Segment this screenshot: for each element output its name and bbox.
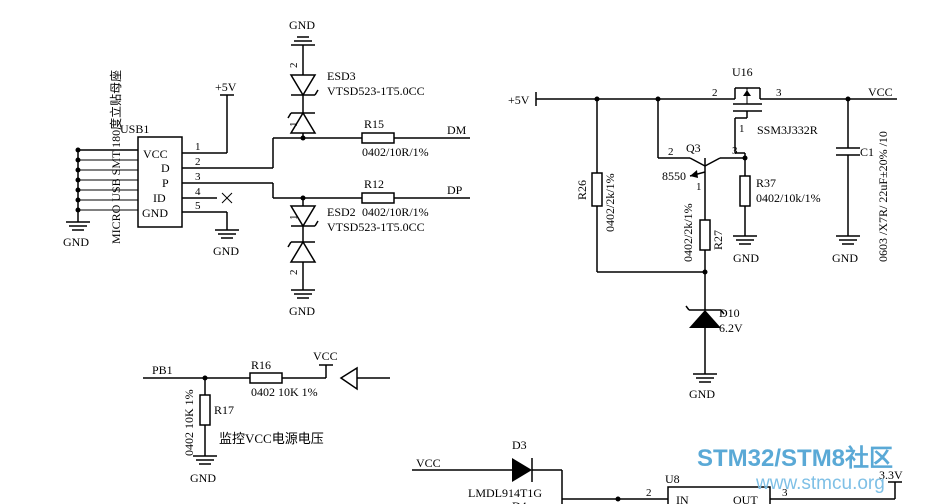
r26-value: 0402/2k/1% — [603, 173, 617, 232]
r27-value: 0402/2k/1% — [681, 203, 695, 262]
usb-pin-name-1: VCC — [143, 147, 168, 161]
q3-pin2: 2 — [668, 146, 674, 158]
reg-vcc: VCC — [416, 456, 441, 470]
watermark-url: www.stmcu.org — [755, 473, 885, 494]
q3-part: 8550 — [662, 169, 686, 183]
r16-value: 0402 10K 1% — [251, 385, 318, 399]
r37-gnd: GND — [733, 251, 759, 265]
u8-pin3: 3 — [782, 487, 788, 499]
usb-pin-name-5: GND — [142, 206, 168, 220]
net-dp: DP — [447, 183, 463, 197]
r37-ref: R37 — [756, 176, 776, 190]
u8-ref: U8 — [665, 472, 680, 486]
usb-ref: USB1 — [120, 122, 149, 136]
q3-pin3: 3 — [732, 145, 738, 157]
esd2-ref: ESD2 — [327, 205, 356, 219]
watermark: STM32/STM8社区 www.stmcu.org — [697, 444, 893, 494]
esd3-pin2: 2 — [288, 63, 300, 69]
d3-part: LMDL914T1G — [468, 486, 542, 500]
c1-gnd: GND — [832, 251, 858, 265]
u8-pin2: 2 — [646, 487, 652, 499]
power-switch: +5V 2 U16 3 SSM3J332R 1 VCC C1 0603 — [508, 65, 897, 401]
u8-out: OUT — [733, 493, 758, 504]
monitor-vcc: VCC — [313, 349, 338, 363]
r12-ref: R12 — [364, 177, 384, 191]
esd2-gnd: GND — [289, 304, 315, 318]
watermark-brand: STM32/STM8社区 — [697, 444, 893, 472]
usb-gnd-left: GND — [63, 235, 89, 249]
u16-pin2: 2 — [712, 87, 718, 99]
data-line-resistors: R15 0402/10R/1% DM R12 0402/10R/1% DP — [361, 117, 470, 219]
esd3-ref: ESD3 — [327, 69, 356, 83]
esd2-pin2: 2 — [288, 270, 300, 276]
monitor-gnd: GND — [190, 471, 216, 485]
usb-pin-num-2: 2 — [195, 156, 201, 168]
c1-value: 0603 /X7R/ 22uF±20% /10 — [876, 131, 890, 262]
reg-out-net: 3.3V — [879, 468, 903, 482]
u8-in: IN — [676, 493, 689, 504]
d10-value: 6.2V — [719, 321, 743, 335]
r12-value: 0402/10R/1% — [362, 205, 429, 219]
usb-pin-num-3: 3 — [195, 171, 201, 183]
r15-ref: R15 — [364, 117, 384, 131]
r17-ref: R17 — [214, 403, 234, 417]
regulator: VCC D3 LMDL914T1G D4 2 U8 IN OUT 3 3.3V — [412, 438, 903, 504]
usb-pin-num-1: 1 — [195, 141, 201, 153]
ps-supply-label: +5V — [508, 93, 530, 107]
esd3-gnd: GND — [289, 18, 315, 32]
ps-out-net: VCC — [868, 85, 893, 99]
net-pb1: PB1 — [152, 363, 173, 377]
r17-value: 0402 10K 1% — [182, 389, 196, 456]
r15-value: 0402/10R/1% — [362, 145, 429, 159]
net-dm: DM — [447, 123, 467, 137]
esd3-pin1: 1 — [288, 122, 300, 128]
u16-pin1: 1 — [739, 123, 745, 135]
esd-protection: GND 2 1 ESD3 VTSD523-1T5.0CC GND 1 2 ESD… — [272, 18, 425, 318]
esd3-part: VTSD523-1T5.0CC — [327, 84, 425, 98]
usb-part: MICRO USB SMT 180度立贴母座 — [108, 70, 123, 244]
u16-ref: U16 — [732, 65, 753, 79]
r37-value: 0402/10k/1% — [756, 191, 821, 205]
usb-gnd-right: GND — [213, 244, 239, 258]
r16-ref: R16 — [251, 358, 271, 372]
usb-supply-label: +5V — [215, 80, 237, 94]
r27-ref: R27 — [711, 230, 725, 250]
usb-pin-num-4: 4 — [195, 186, 201, 198]
esd2-part: VTSD523-1T5.0CC — [327, 220, 425, 234]
esd2-pin1: 1 — [288, 215, 300, 221]
usb-pin-name-3: P — [162, 176, 169, 190]
q3-pin1: 1 — [696, 181, 702, 193]
d4-ref: D4 — [512, 499, 527, 504]
monitor-caption: 监控VCC电源电压 — [219, 431, 324, 446]
q3-ref: Q3 — [686, 141, 701, 155]
u16-part: SSM3J332R — [757, 123, 818, 137]
usb-pin-num-5: 5 — [195, 200, 201, 212]
d10-gnd: GND — [689, 387, 715, 401]
usb-pin-name-4: ID — [153, 191, 166, 205]
d10-ref: D10 — [719, 306, 740, 320]
u16-pin3: 3 — [776, 87, 782, 99]
d3-ref: D3 — [512, 438, 527, 452]
usb-connector: USB1 MICRO USB SMT 180度立贴母座 VCC D P ID G… — [63, 70, 273, 258]
vcc-monitor: PB1 R16 0402 10K 1% VCC R17 0402 10K 1% … — [143, 349, 390, 485]
usb-pin-name-2: D — [161, 161, 170, 175]
r26-ref: R26 — [575, 180, 589, 200]
c1-ref: C1 — [860, 145, 874, 159]
